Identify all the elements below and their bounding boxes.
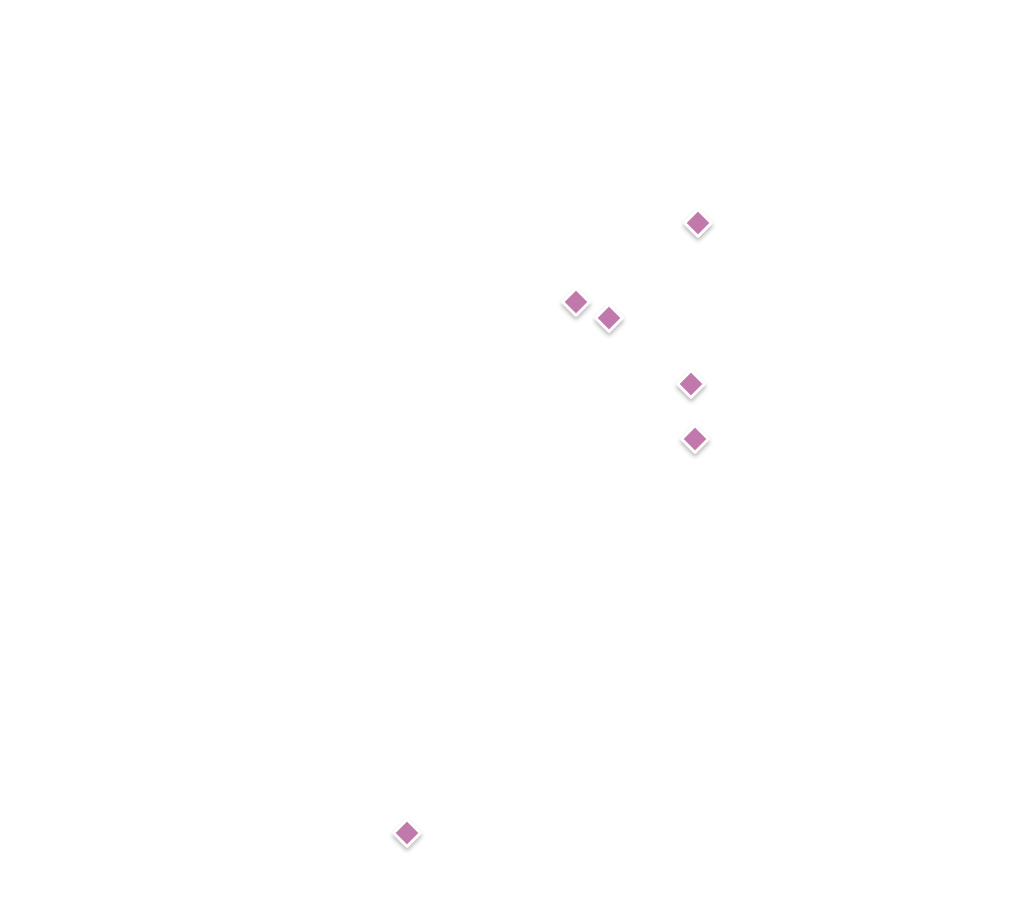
map-marker-diamond-icon[interactable]: [679, 423, 711, 455]
map-marker-diamond-icon[interactable]: [675, 368, 707, 400]
map-marker-diamond-icon[interactable]: [391, 817, 423, 849]
map-marker-diamond-icon[interactable]: [593, 302, 625, 334]
map-marker-diamond-icon[interactable]: [560, 286, 592, 318]
map-marker-diamond-icon[interactable]: [682, 207, 714, 239]
